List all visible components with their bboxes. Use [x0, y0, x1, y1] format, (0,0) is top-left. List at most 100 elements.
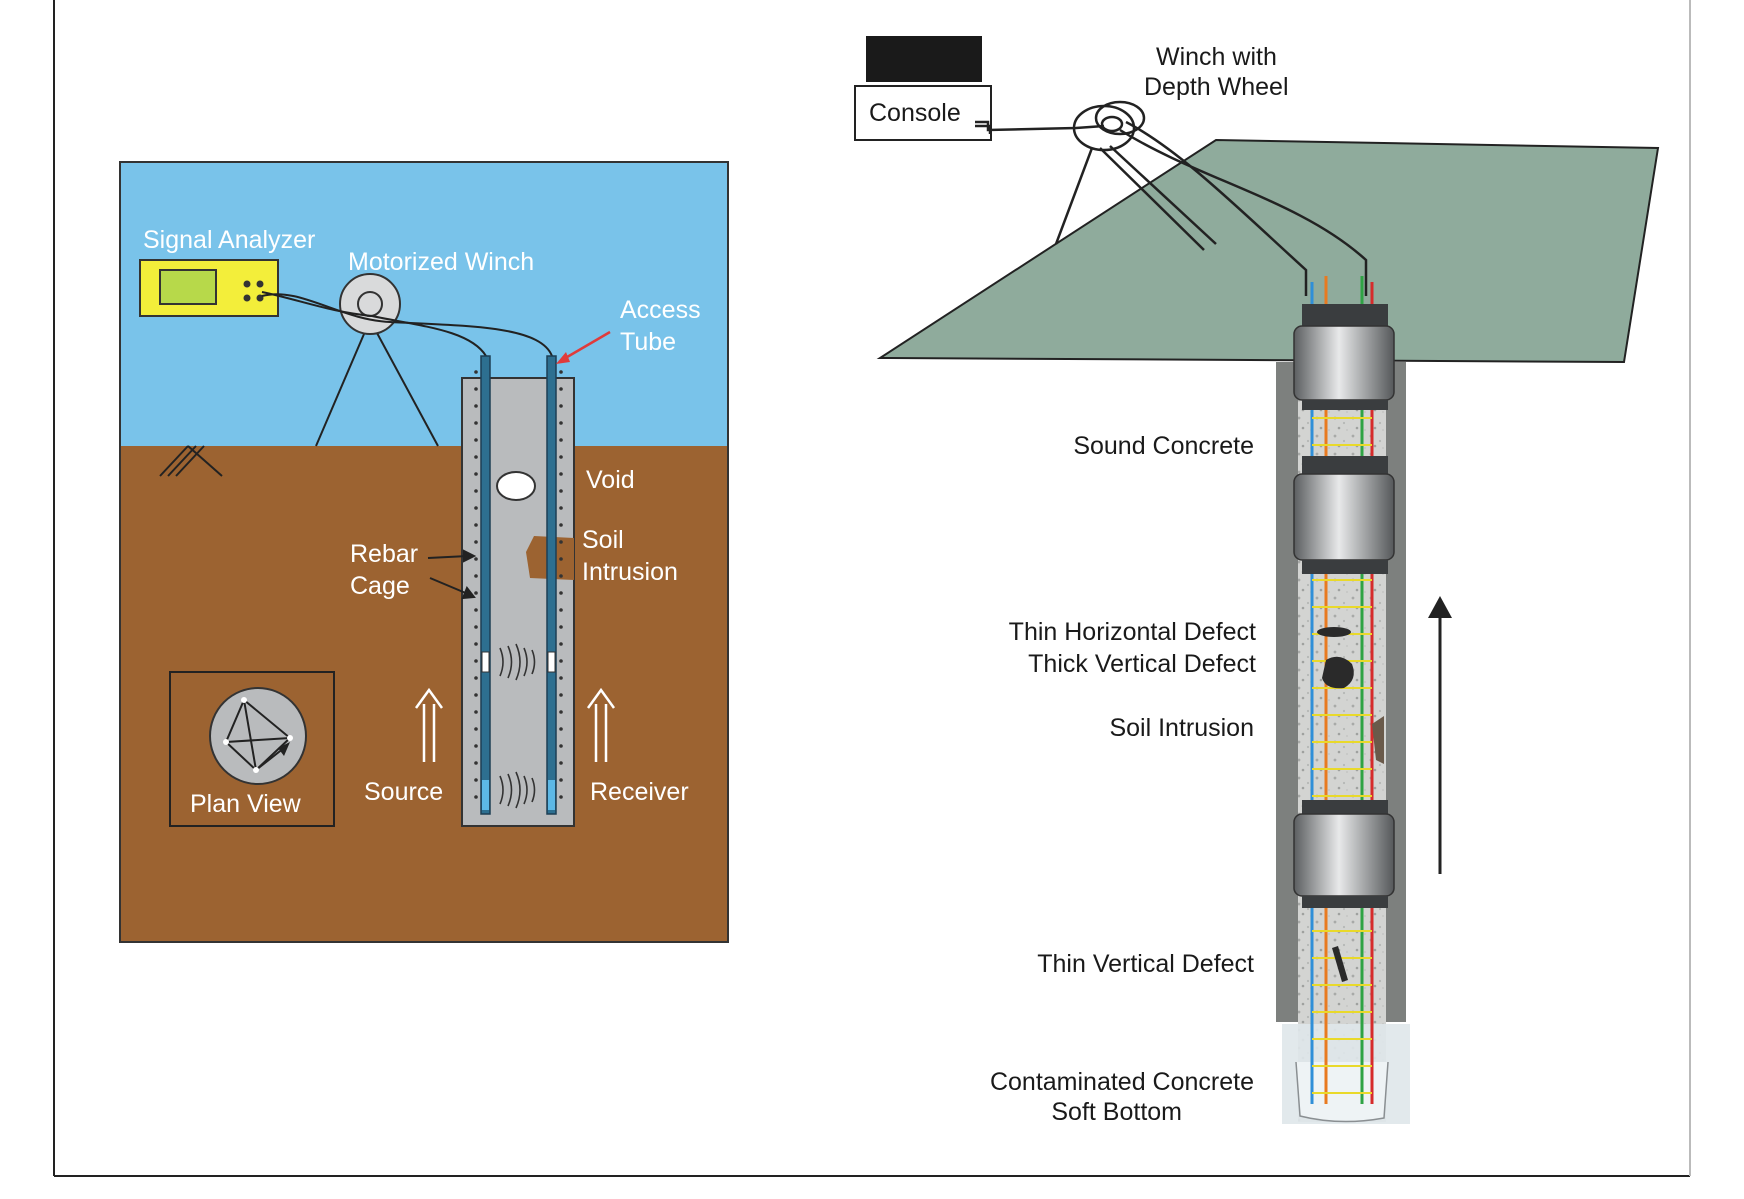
motorized-winch-label: Motorized Winch — [348, 248, 534, 276]
rebar-dot — [474, 761, 478, 765]
rebar-dot — [474, 693, 478, 697]
console-box — [854, 85, 992, 141]
rebar-dot — [474, 404, 478, 408]
thin-horizontal-defect-shape — [1317, 627, 1351, 637]
soft-bottom-label: Soft Bottom — [1051, 1098, 1182, 1126]
rebar-cage-pointer-arrows-icon — [427, 549, 477, 600]
rebar-dot — [474, 676, 478, 680]
signal-analyzer-device — [139, 259, 279, 317]
rebar-dot — [474, 370, 478, 374]
thin-vertical-defect-label: Thin Vertical Defect — [1037, 950, 1254, 978]
rebar-dot — [559, 608, 563, 612]
rebar-dot — [559, 659, 563, 663]
winch-depth-wheel-label-line2: Depth Wheel — [1144, 73, 1289, 101]
rebar-rungs — [1312, 417, 1372, 1094]
access-tube-label-line2: Tube — [620, 328, 676, 356]
receiver-up-arrow-icon — [586, 687, 616, 762]
rebar-dot — [474, 659, 478, 663]
soil-intrusion-right-label: Soil Intrusion — [1109, 714, 1254, 742]
plan-view-label: Plan View — [190, 790, 302, 818]
rebar-dot — [559, 761, 563, 765]
access-tube-pointer-arrow-icon — [556, 330, 611, 364]
rebar-dot — [559, 591, 563, 595]
soil-intrusion-label-line2: Intrusion — [582, 558, 678, 586]
ground-slab — [876, 138, 1660, 364]
source-up-arrow-icon — [414, 687, 444, 762]
rebar-dot — [559, 455, 563, 459]
rebar-dot — [474, 489, 478, 493]
rebar-dot — [559, 625, 563, 629]
rebar-dot — [474, 625, 478, 629]
left-panel-border — [119, 161, 729, 943]
thick-vertical-defect-label: Thick Vertical Defect — [1028, 650, 1256, 678]
rebar-dot — [559, 778, 563, 782]
rebar-dot — [474, 387, 478, 391]
probe-top — [1293, 304, 1395, 410]
rebar-dot — [559, 404, 563, 408]
right-diagram-panel: Console Winch with Depth Wheel — [854, 36, 1660, 1126]
rebar-dot — [474, 540, 478, 544]
rebar-dot — [474, 574, 478, 578]
rebar-dot — [474, 642, 478, 646]
thin-horizontal-defect-label: Thin Horizontal Defect — [1009, 618, 1256, 646]
void-label: Void — [586, 466, 635, 494]
rebar-dot — [559, 557, 563, 561]
rebar-cage-label-line2: Cage — [350, 572, 410, 600]
thin-vertical-defect-shape — [1332, 946, 1348, 982]
rebar-dot — [474, 438, 478, 442]
access-tube-right — [546, 355, 557, 815]
outer-border — [53, 0, 1691, 1177]
rebar-dot — [559, 523, 563, 527]
rebar-dot — [474, 421, 478, 425]
ground-hatch-icon — [159, 445, 223, 477]
access-tube-label-line1: Access — [620, 296, 701, 324]
rebar-dot — [474, 795, 478, 799]
sound-concrete-label: Sound Concrete — [1073, 432, 1254, 460]
rebar-dot — [559, 693, 563, 697]
rebar-dot — [474, 710, 478, 714]
signal-waves-lower-icon — [499, 771, 536, 809]
rebar-dot — [474, 608, 478, 612]
probe-middle — [1293, 456, 1395, 574]
rebar-dot — [559, 438, 563, 442]
probe-cables — [1119, 120, 1368, 296]
rebar-dot — [474, 778, 478, 782]
left-diagram-panel: Signal Analyzer Motorized Winch — [119, 161, 729, 943]
rebar-dot — [474, 557, 478, 561]
receiver-label: Receiver — [590, 778, 689, 806]
probe-bottom — [1293, 800, 1395, 908]
rebar-cage-dots — [474, 370, 563, 799]
signal-waves-upper-icon — [499, 643, 536, 681]
rebar-dot — [559, 489, 563, 493]
rebar-dot — [474, 727, 478, 731]
rebar-dot — [474, 472, 478, 476]
soil-intrusion-label-line1: Soil — [582, 526, 624, 554]
soft-bottom-outline — [1295, 1061, 1389, 1123]
rebar-dot — [559, 727, 563, 731]
rebar-dot — [559, 710, 563, 714]
analyzer-cables — [261, 291, 553, 357]
rebar-dot — [474, 591, 478, 595]
rebar-dot — [559, 540, 563, 544]
console-label: Console — [869, 99, 961, 127]
rebar-dot — [559, 642, 563, 646]
rebar-dot — [559, 421, 563, 425]
rebar-dot — [559, 795, 563, 799]
rebar-dot — [559, 370, 563, 374]
signal-analyzer-label: Signal Analyzer — [143, 226, 315, 254]
winch-depth-wheel-label-line1: Winch with — [1156, 43, 1277, 71]
plan-view-inset — [169, 671, 335, 827]
rebar-dot — [559, 387, 563, 391]
console-cable — [975, 120, 1105, 134]
rebar-dot — [559, 744, 563, 748]
rebar-dot — [474, 523, 478, 527]
rebar-dot — [474, 506, 478, 510]
rebar-dot — [559, 472, 563, 476]
access-tube-left — [480, 355, 491, 815]
void-ellipse — [496, 471, 536, 501]
soil-intrusion-shape — [1372, 716, 1384, 764]
console-top-block — [866, 36, 982, 82]
pile-shaft — [461, 377, 575, 827]
source-label: Source — [364, 778, 443, 806]
